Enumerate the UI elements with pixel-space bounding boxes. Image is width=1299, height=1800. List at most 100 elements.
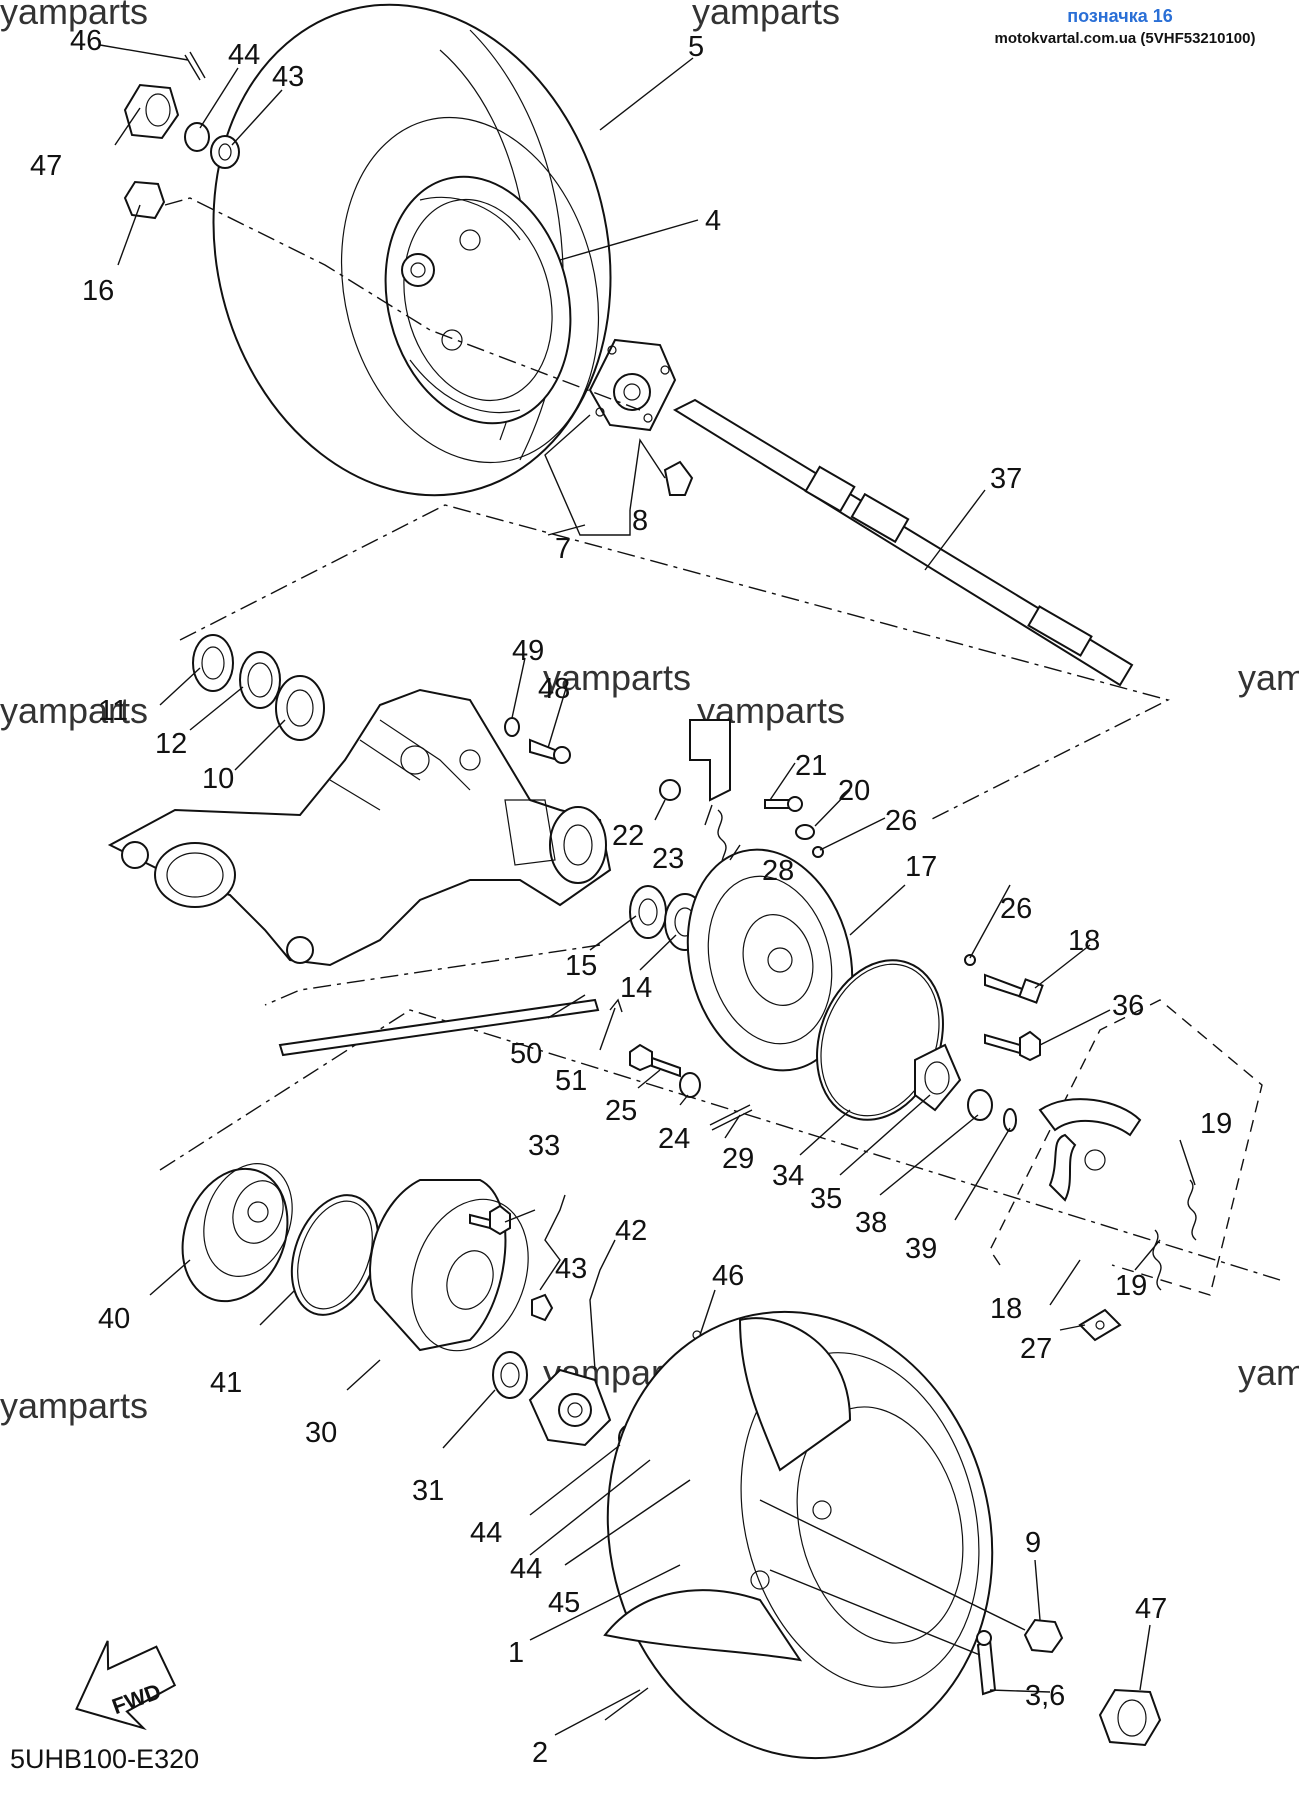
callout-32: 33 [528,1130,560,1162]
callout-11: 11 [98,695,128,727]
watermark-6: yamparts [1238,657,1299,698]
bolt-25 [629,1043,681,1078]
callout-19-lower: 19 [1115,1270,1147,1302]
callout-9: 9 [1025,1527,1041,1559]
swing-arm-housing [107,688,612,967]
callout-15: 16 [82,275,114,307]
bolt-21 [764,796,803,812]
watermark-3: yamparts [0,690,148,731]
hub-bolt [663,460,694,496]
diagram-code: 5UHB100-E320 [10,1744,199,1774]
seal-31 [492,1351,528,1399]
callout-36: 37 [990,463,1022,495]
washer-44-upper [210,135,240,169]
spring-19-b [1152,1229,1162,1291]
washer-24 [679,1072,701,1098]
washer-20 [795,824,815,840]
bolt-48 [529,738,571,764]
callout-41: 42 [615,1215,647,1247]
callout-5: 5 [688,31,704,63]
nut-15 [123,180,166,220]
callout-23: 23 [652,843,684,875]
hub-41-lower [528,1368,612,1447]
watermark-1: yamparts [0,0,148,32]
seal-34 [914,1043,962,1112]
axle-nut-47-upper [123,83,180,140]
bolt-17 [984,973,1044,1004]
callout-4: 4 [705,205,721,237]
callout-28: 29 [722,1143,754,1175]
callout-46-upper: 46 [70,25,102,57]
callout-47-upper: 47 [30,150,62,182]
nut-9 [1023,1618,1064,1654]
callout-26-lower: 26 [1000,893,1032,925]
callout-10: 10 [202,763,234,795]
o-ring-38 [1003,1108,1017,1132]
callout-43: 44 [470,1517,502,1549]
bearing-14 [629,885,667,939]
callout-16: 17 [905,851,937,883]
upper-wheel [212,3,612,497]
callout-14: 15 [565,950,597,982]
callout-25: 25 [605,1095,637,1127]
brake-panel-16 [686,848,854,1072]
seal-11 [192,634,234,692]
pin-50 [278,998,600,1057]
callout-40: 41 [210,1367,242,1399]
watermark-4: yamparts [543,657,691,698]
callout-45-upper: 44 [228,39,260,71]
callout-45-lower: 45 [548,1587,580,1619]
callout-44-lower: 44 [510,1553,542,1585]
washer-49 [504,717,520,737]
bracket-23 [689,719,731,802]
callout-17: 18 [1068,925,1100,957]
callout-47-lower: 47 [1135,1593,1167,1625]
washer-45-upper [184,122,210,152]
pin-28 [709,1104,753,1131]
ring-26-lower [964,954,976,966]
callout-21: 21 [795,750,827,782]
callout-44-upper: 43 [272,61,304,93]
cotter-pin-46-upper [184,51,206,81]
callout-46-lower: 46 [712,1260,744,1292]
callout-33: 34 [772,1160,804,1192]
callout-42: 43 [555,1253,587,1285]
brake-drum-39 [181,1163,293,1303]
callout-27: 27 [1020,1333,1052,1365]
callout-31: 31 [412,1475,444,1507]
watermark-10: yamparts [1238,1352,1299,1393]
axle-nut-47-lower [1098,1688,1162,1747]
callout-35: 36 [1112,990,1144,1022]
callout-48: 48 [538,673,570,705]
callout-8: 8 [632,505,648,537]
clip-51 [609,998,623,1013]
callout-7: 7 [555,533,571,565]
seal-37 [967,1089,993,1121]
callout-39: 40 [98,1303,130,1335]
callout-20: 20 [838,775,870,807]
callout-3-6: 3,6 [1025,1680,1065,1712]
callout-51: 51 [555,1065,587,1097]
o-ring-33 [816,959,944,1121]
nut-22 [659,779,681,801]
spring-19-a [1187,1179,1197,1241]
plate-27 [1078,1308,1122,1342]
callout-49: 49 [512,635,544,667]
header-tag: позначка 16 [1067,6,1173,26]
callout-29: 28 [762,855,794,887]
wheel-hub-upper [588,338,677,432]
bolt-42 [531,1293,554,1322]
brake-cover-30 [369,1179,529,1352]
leader-lines [99,44,1196,1736]
callout-1: 1 [508,1637,524,1669]
watermark-7: yamparts [0,1385,148,1426]
callout-30: 30 [305,1417,337,1449]
callout-24: 24 [658,1123,690,1155]
callout-18: 18 [990,1293,1022,1325]
callout-26-upper: 26 [885,805,917,837]
header-source: motokvartal.com.ua (5VHF53210100) [995,30,1256,47]
bearing-10 [275,675,325,741]
brake-shoe-18 [1038,1098,1142,1202]
callout-50: 50 [510,1038,542,1070]
